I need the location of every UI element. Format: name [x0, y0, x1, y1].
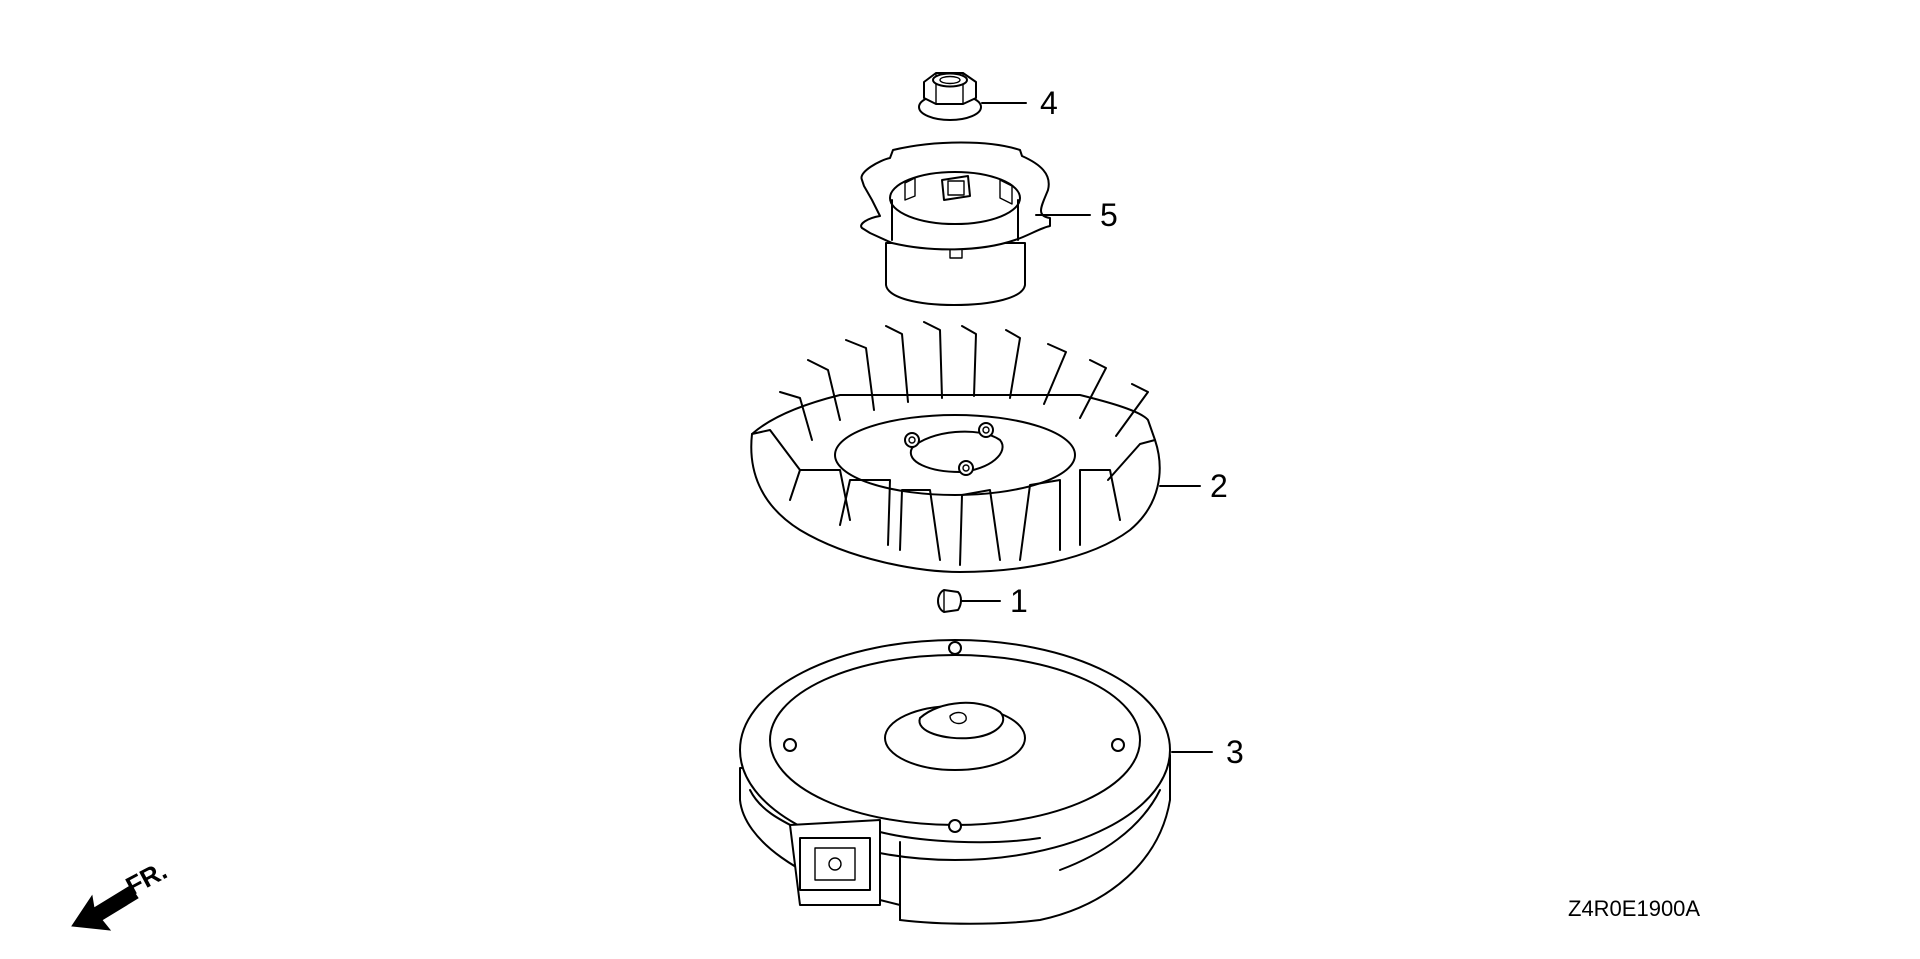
- callout-2: 2: [1210, 468, 1228, 504]
- flywheel[interactable]: [739, 639, 1171, 925]
- starter-pulley[interactable]: [860, 141, 1051, 306]
- callout-5: 5: [1100, 197, 1118, 233]
- flange-nut[interactable]: [918, 72, 982, 121]
- cooling-fan[interactable]: [750, 321, 1161, 573]
- woodruff-key[interactable]: [937, 589, 962, 613]
- callout-3: 3: [1226, 734, 1244, 770]
- callout-1: 1: [1010, 583, 1028, 619]
- front-direction-indicator: FR.: [71, 855, 172, 931]
- callout-4: 4: [1040, 85, 1058, 121]
- front-arrow-icon: [71, 885, 139, 931]
- drawing-code: Z4R0E1900A: [1568, 896, 1700, 921]
